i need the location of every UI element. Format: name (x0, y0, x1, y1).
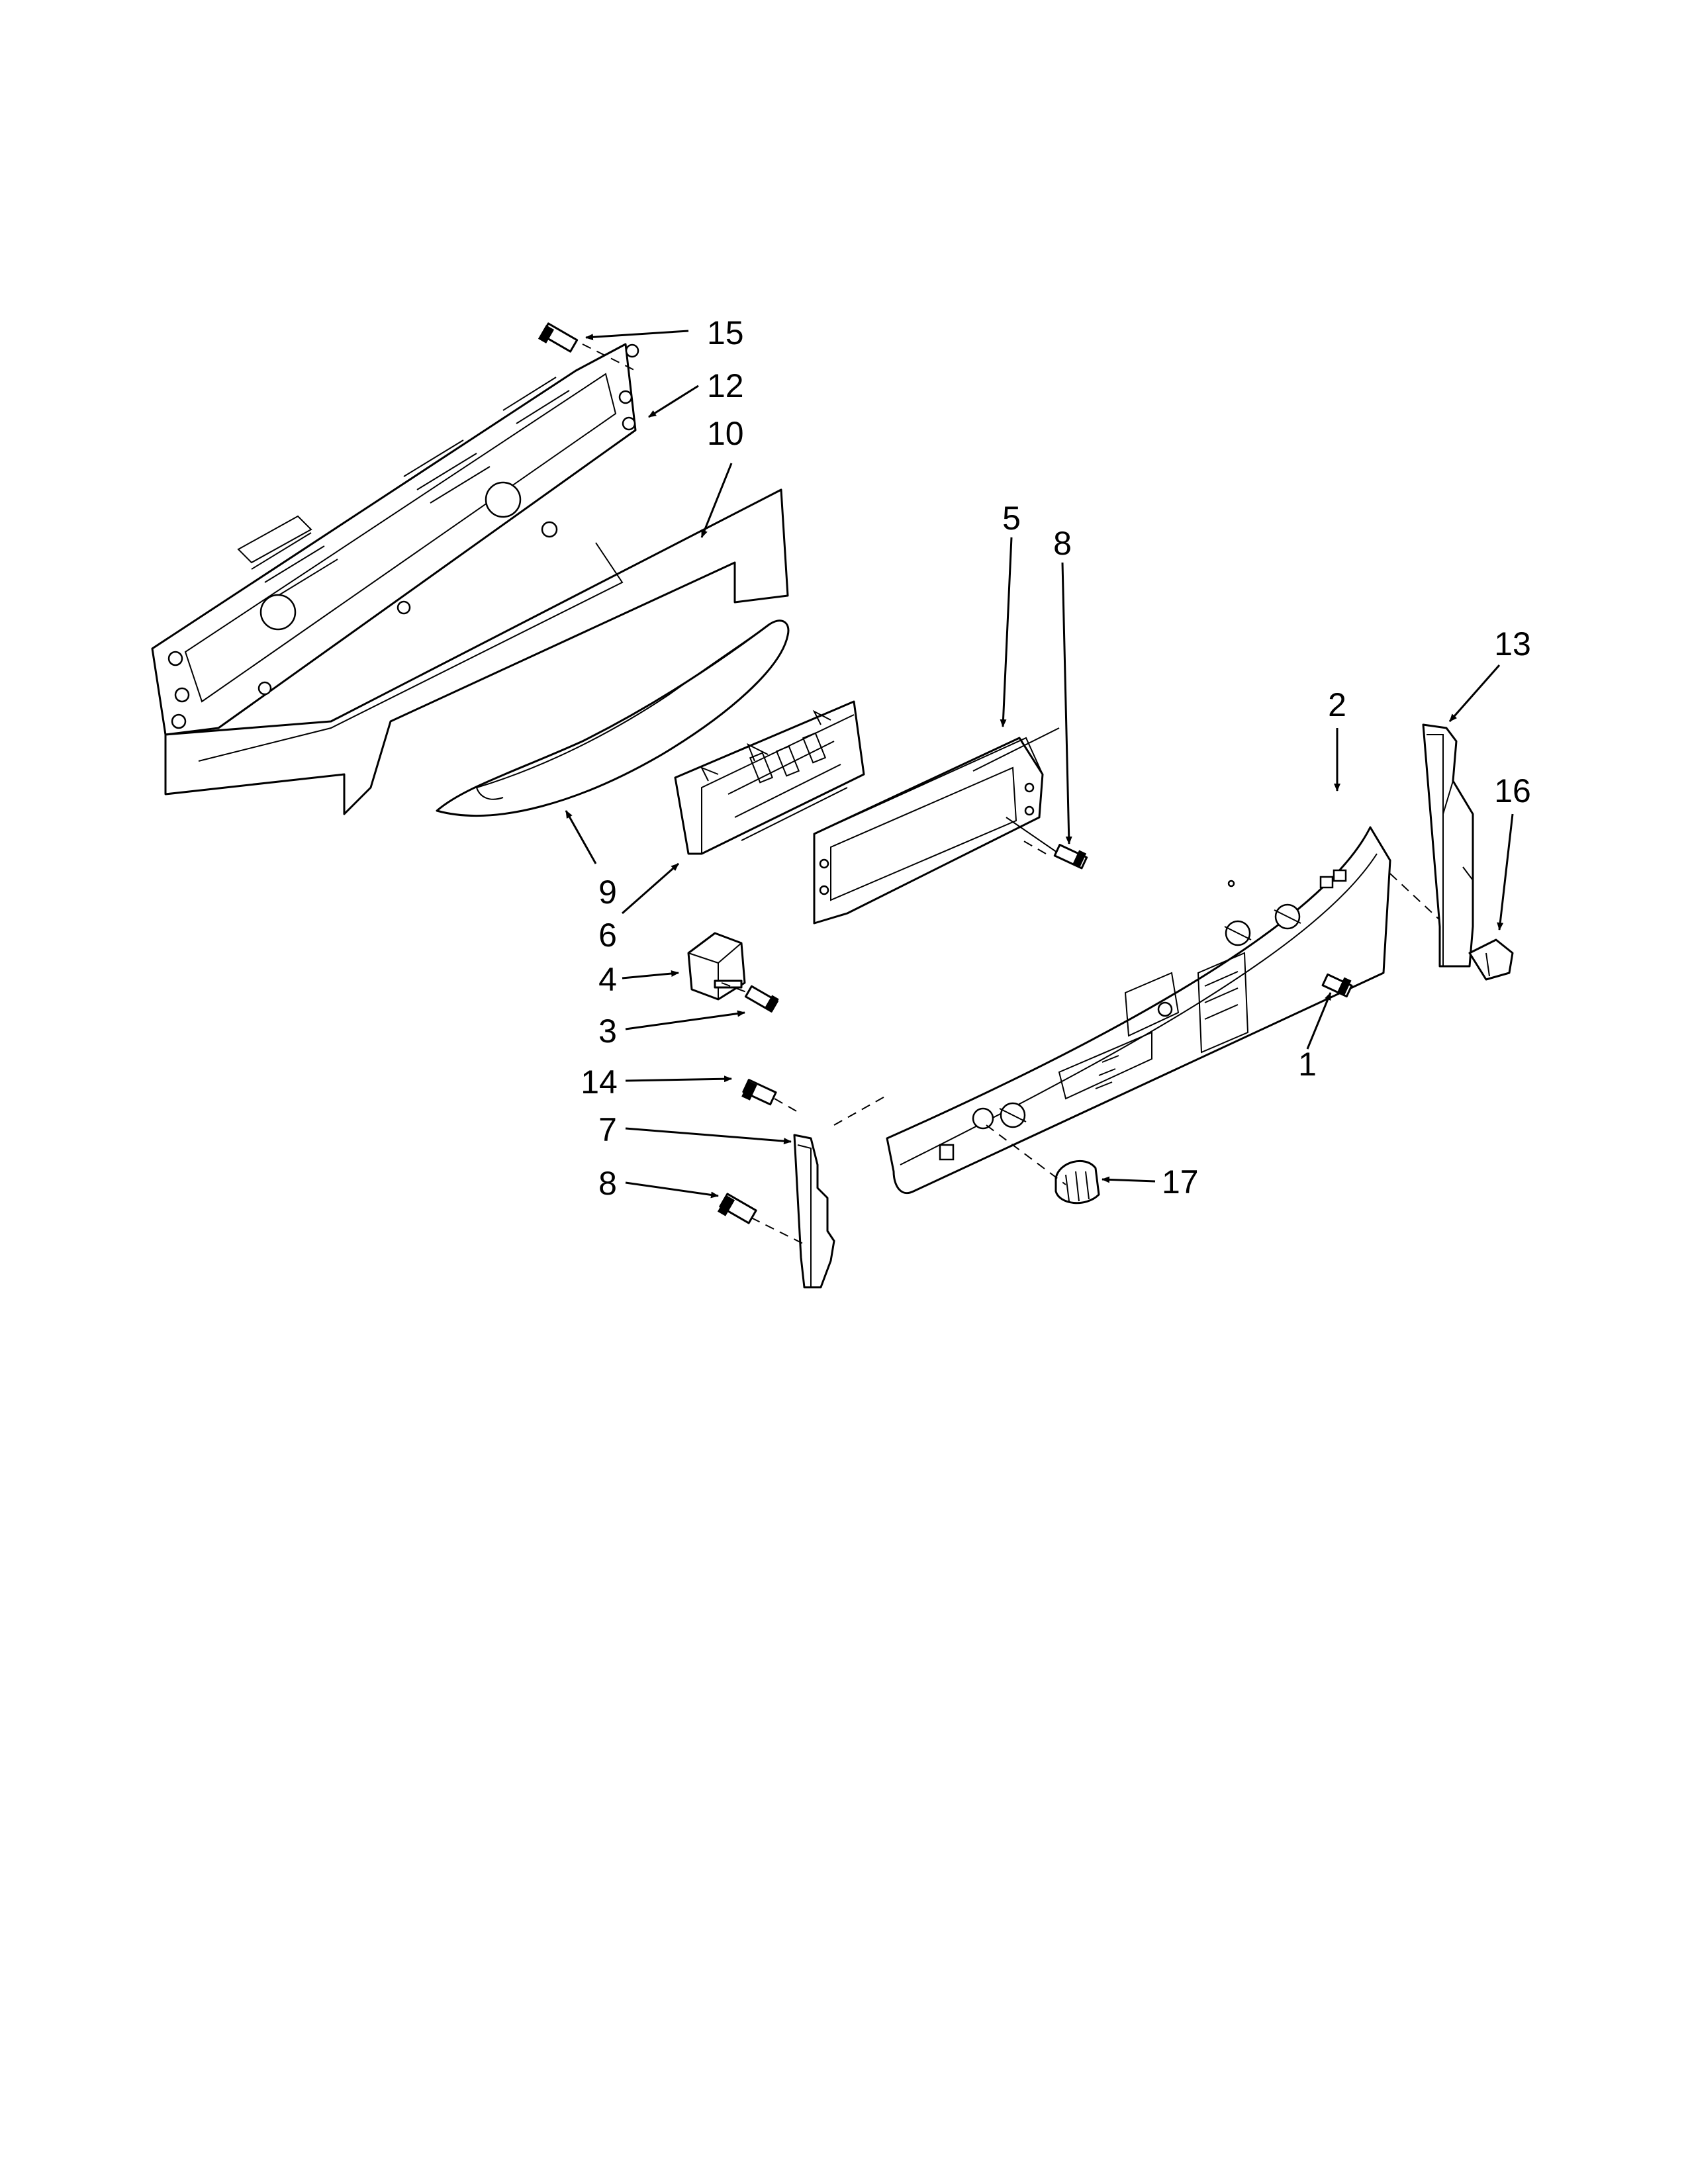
screw-15-part (538, 322, 579, 353)
display-bezel-part (813, 727, 1060, 925)
leader-lines (565, 330, 1514, 1199)
right-end-cap-part (1422, 723, 1474, 968)
callout-12: 12 (707, 367, 744, 404)
console-panel-part (886, 826, 1391, 1195)
callout-8-lower: 8 (598, 1165, 617, 1202)
callout-16: 16 (1494, 772, 1531, 809)
callout-3: 3 (598, 1013, 617, 1050)
screw-3-part (744, 985, 779, 1013)
switch-part (687, 932, 746, 1001)
trim-strip-part (436, 619, 790, 817)
callout-5: 5 (1002, 500, 1021, 537)
callout-15: 15 (707, 314, 744, 351)
callout-2: 2 (1328, 686, 1346, 723)
screw-8-upper-part (1053, 844, 1088, 870)
callout-7: 7 (598, 1111, 617, 1148)
assembly-lines (582, 343, 1440, 1245)
callout-6: 6 (598, 917, 617, 954)
control-board-part (674, 700, 865, 855)
clip-16-part (1468, 938, 1514, 981)
screw-8-lower-part (717, 1193, 757, 1224)
knob-17-part (1055, 1160, 1100, 1205)
callout-8-upper: 8 (1053, 525, 1072, 562)
callout-10: 10 (707, 415, 744, 452)
left-end-cap-part (793, 1134, 835, 1289)
callout-labels: 15 12 10 5 8 13 2 16 9 6 4 3 14 7 8 1 17 (581, 314, 1531, 1202)
callout-4: 4 (598, 961, 617, 998)
callout-14: 14 (581, 1064, 618, 1101)
screw-1-part (1321, 973, 1353, 998)
rear-bracket-part (151, 343, 639, 736)
callout-9: 9 (598, 874, 617, 911)
callout-1: 1 (1298, 1046, 1317, 1083)
screw-14-part (741, 1079, 777, 1106)
callout-17: 17 (1162, 1163, 1199, 1201)
callout-13: 13 (1494, 625, 1531, 662)
